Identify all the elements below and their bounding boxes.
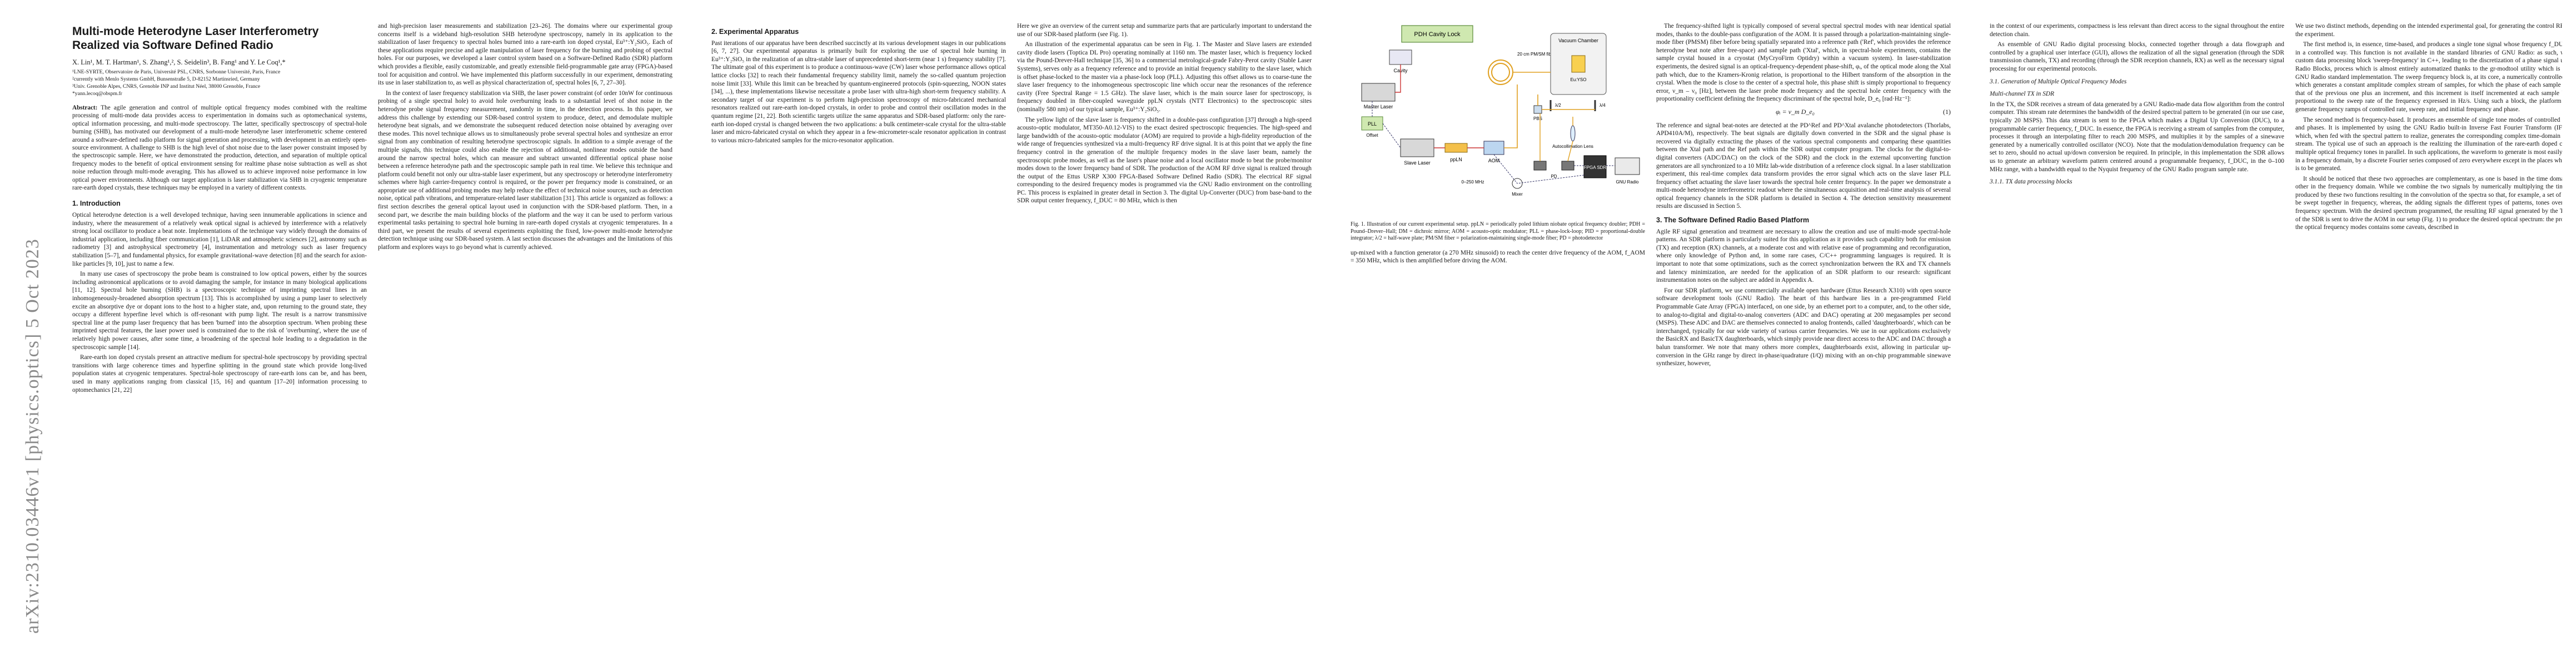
title-line-2: Realized via Software Defined Radio: [72, 39, 273, 52]
section-1-heading: 1. Introduction: [72, 200, 121, 208]
subsection-heading: Multi-channel TX in SDR: [1990, 91, 2055, 98]
paragraph: Agile RF signal generation and treatment…: [1656, 228, 1951, 284]
aom-label: AOM: [1488, 158, 1500, 163]
ppln-label: ppLN: [1450, 157, 1462, 162]
arxiv-stamp: arXiv:2310.03446v1 [physics.optics] 5 Oc…: [22, 238, 43, 634]
paragraph: We use two distinct methods, depending o…: [2295, 23, 2562, 38]
cavity-shape: [1389, 49, 1412, 65]
page2-right-column: Here we give an overview of the current …: [1017, 22, 1312, 207]
paragraph: In the TX, the SDR receives a stream of …: [1990, 101, 2284, 173]
page-2: 2. Experimental Apparatus Past iteration…: [695, 0, 1323, 667]
affiliation: ¹LNE-SYRTE, Observatoire de Paris, Unive…: [72, 69, 281, 75]
section-3-1-1-heading: 3.1.1. TX data processing blocks: [1990, 178, 2072, 186]
beam-yellow-2: [1513, 72, 1595, 110]
slave-laser-box: [1400, 138, 1434, 157]
paragraph: It should be noticed that these two appr…: [2295, 175, 2562, 231]
pbs-cube: [1533, 105, 1542, 114]
paragraph: An illustration of the experimental appa…: [1017, 41, 1312, 113]
ppln-crystal: [1444, 143, 1468, 153]
mixer-label: Mixer: [1512, 192, 1523, 197]
figure-1-caption: Fig. 1. Illustration of our current expe…: [1351, 221, 1645, 242]
offset-label: Offset: [1366, 133, 1378, 138]
beam-master: [1395, 64, 1401, 93]
page-1: Multi-mode Heterodyne Laser Interferomet…: [56, 0, 684, 667]
equation-1: φᵢ = ν_m D_e₀ (1): [1656, 108, 1951, 116]
sdr-box: [1583, 155, 1607, 178]
abstract-label: Abstract:: [72, 104, 98, 111]
aom-box: [1483, 141, 1504, 155]
title-line-1: Multi-mode Heterodyne Laser Interferomet…: [72, 25, 319, 38]
page1-left-column: Multi-mode Heterodyne Laser Interferomet…: [72, 22, 367, 396]
page-4: in the context of our experiments, compa…: [1973, 0, 2562, 667]
equation-formula: φᵢ = ν_m D_e₀: [1776, 107, 1815, 116]
slave-laser-label: Slave Laser: [1404, 160, 1431, 166]
paragraph: The first method is, in essence, time-ba…: [2295, 41, 2562, 113]
page4-left-column: in the context of our experiments, compa…: [1990, 22, 2284, 188]
section-2-heading: 2. Experimental Apparatus: [711, 28, 799, 36]
paragraph: and high-precision laser measurements an…: [378, 23, 672, 87]
paragraph: Rare-earth ion doped crystals present an…: [72, 354, 367, 394]
fiber-coil-inner: [1491, 63, 1510, 82]
paragraph: Here we give an overview of the current …: [1017, 23, 1312, 38]
quarter-wave-label: λ/4: [1600, 103, 1606, 108]
paragraph: The second method is frequency-based. It…: [2295, 116, 2562, 172]
setup-diagram: PDH Cavity Lock Cavity Master Laser PLL …: [1361, 25, 1640, 197]
paragraph: The frequency-shifted light is typically…: [1656, 23, 1951, 103]
page2-left-column: 2. Experimental Apparatus Past iteration…: [711, 22, 1006, 147]
paragraph: Past iterations of our apparatus have be…: [711, 39, 1006, 144]
vacuum-label: Vacuum Chamber: [1558, 38, 1598, 43]
pc-monitor: [1615, 157, 1640, 175]
autocollimation-lens: [1570, 125, 1576, 142]
paragraph: up-mixed with a function generator (a 27…: [1351, 249, 1645, 265]
equation-number: (1): [1943, 107, 1951, 116]
paper-title: Multi-mode Heterodyne Laser Interferomet…: [72, 24, 367, 52]
freq-range-label: 0–250 MHz: [1462, 180, 1484, 185]
affiliations: ¹LNE-SYRTE, Observatoire de Paris, Unive…: [72, 69, 367, 97]
affiliation: ²currently with Menlo Systems GmbH, Buns…: [72, 76, 260, 82]
page3-right-column: The frequency-shifted light is typically…: [1656, 22, 1951, 370]
paragraph: The reference and signal beat-notes are …: [1656, 122, 1951, 210]
pll-label: PLL: [1368, 121, 1377, 127]
section-3-heading: 3. The Software Defined Radio Based Plat…: [1656, 216, 1810, 225]
abstract: Abstract: The agile generation and contr…: [72, 104, 367, 192]
beam-yellow: [1504, 84, 1518, 148]
pc-label: GNU Radio: [1616, 180, 1639, 185]
fiber-label: 20 cm PM/SM fiber: [1517, 52, 1555, 57]
autocoll-label: Autocollimation Lens: [1552, 144, 1593, 149]
paragraph: In the context of laser frequency stabil…: [378, 89, 672, 251]
contact-email: *yann.lecoq@obspm.fr: [72, 91, 122, 97]
rf-cables: [1493, 154, 1615, 184]
author-list: X. Lin¹, M. T. Hartman¹, S. Zhang¹,², S.…: [72, 58, 286, 66]
beam-detection: [1539, 113, 1573, 162]
paragraph: Optical heterodyne detection is a well d…: [72, 212, 367, 267]
paragraph: in the context of our experiments, compa…: [1990, 23, 2284, 38]
paragraph: The yellow light of the slave laser is f…: [1017, 116, 1312, 205]
pd-label: PD: [1551, 174, 1557, 179]
pdh-lock-label: PDH Cavity Lock: [1414, 31, 1461, 38]
crystal-label: Eu:YSO: [1571, 77, 1587, 82]
photodetector-xtal: [1561, 161, 1575, 171]
pll-cables: [1372, 101, 1401, 148]
half-wave-label: λ/2: [1555, 103, 1561, 108]
page3-left-column: PDH Cavity Lock Cavity Master Laser PLL …: [1351, 22, 1645, 267]
master-laser-box: [1361, 83, 1396, 102]
abstract-text: The agile generation and control of mult…: [72, 104, 367, 192]
photodetector-ref: [1533, 161, 1547, 171]
figure-1: PDH Cavity Lock Cavity Master Laser PLL …: [1351, 22, 1645, 217]
master-laser-label: Master Laser: [1364, 104, 1393, 109]
page4-right-column: We use two distinct methods, depending o…: [2295, 22, 2562, 234]
page1-right-column: and high-precision laser measurements an…: [378, 22, 672, 254]
paragraph: As ensemble of GNU Radio digital process…: [1990, 41, 2284, 72]
paragraph: For our SDR platform, we use commerciall…: [1656, 287, 1951, 367]
section-3-1-heading: 3.1. Generation of Multiple Optical Freq…: [1990, 78, 2127, 85]
paragraph: In many use cases of spectroscopy the pr…: [72, 271, 367, 351]
pbs-label: PBS: [1533, 116, 1542, 121]
sdr-label: FPGA SDR: [1584, 165, 1607, 170]
crystal-sample: [1571, 55, 1586, 73]
page-3: PDH Cavity Lock Cavity Master Laser PLL …: [1334, 0, 1962, 667]
affiliation: ³Univ. Grenoble Alpes, CNRS, Grenoble IN…: [72, 83, 261, 89]
pdh-lock-box: [1401, 25, 1473, 43]
